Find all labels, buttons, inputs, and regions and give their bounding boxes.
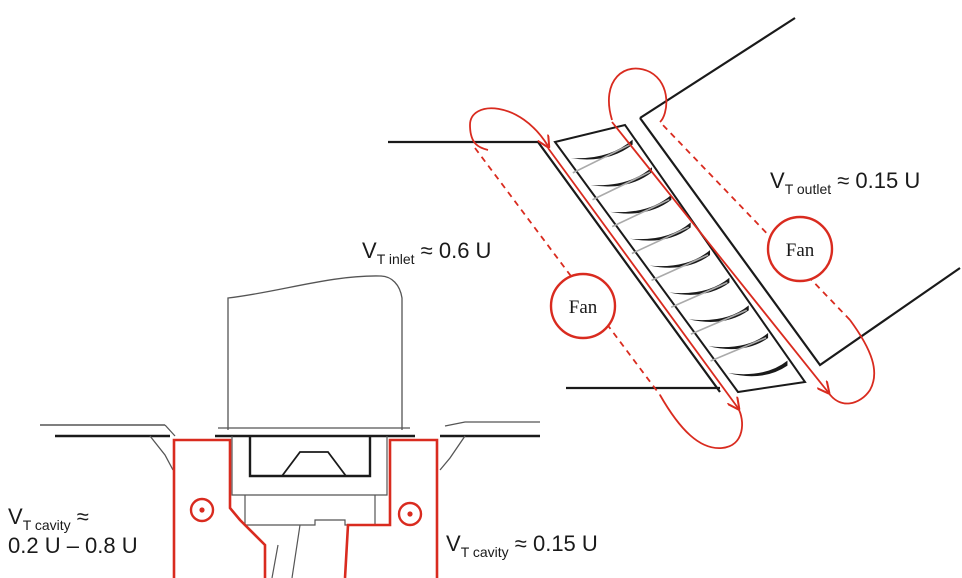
central-mechanism <box>215 427 415 578</box>
cavity-left-outline <box>172 438 267 578</box>
grille-blade-link <box>572 143 631 174</box>
grille-blade <box>688 305 749 322</box>
grille-blade <box>649 250 711 268</box>
outlet-vortex <box>608 67 876 405</box>
cavity-right-velocity-label: VT cavity ≈ 0.15 U <box>446 531 598 560</box>
grille-blade <box>708 333 769 350</box>
outlet-velocity-label: VT outlet ≈ 0.15 U <box>770 168 920 197</box>
cavity-right-outline <box>343 438 439 578</box>
grille-blade-link <box>690 309 748 335</box>
fan-outlet-label: Fan <box>786 240 815 261</box>
grille-blade-link <box>670 281 728 308</box>
circled-dot-icon <box>189 497 215 523</box>
cavity-left-velocity-range: 0.2 U – 0.8 U <box>8 533 138 558</box>
grille-blade-link <box>631 226 690 255</box>
grille-blade <box>629 222 691 241</box>
grille-blade <box>590 167 652 187</box>
fan-inlet-label: Fan <box>569 297 598 318</box>
cavity-left-velocity-label: VT cavity ≈ <box>8 504 89 533</box>
grille-blade-link <box>611 198 670 228</box>
grille-blades <box>570 139 788 377</box>
fan-outlet: Fan <box>766 215 834 283</box>
grille-blade <box>610 194 672 214</box>
floor-left <box>40 424 176 471</box>
grille-blade-link <box>651 254 709 282</box>
inlet-velocity-label: VT inlet ≈ 0.6 U <box>362 238 491 267</box>
grille-blade-link <box>592 171 651 201</box>
floor-right <box>439 421 540 471</box>
grille-blade-link <box>710 337 767 362</box>
grille-body <box>553 123 807 394</box>
grille-blade <box>669 277 730 295</box>
inlet-vortex <box>469 107 743 449</box>
circled-dot-icon <box>397 501 423 527</box>
grille-blade <box>728 360 788 377</box>
grille-blade <box>570 139 633 160</box>
upper-body <box>227 275 403 430</box>
fan-inlet: Fan <box>549 272 617 340</box>
